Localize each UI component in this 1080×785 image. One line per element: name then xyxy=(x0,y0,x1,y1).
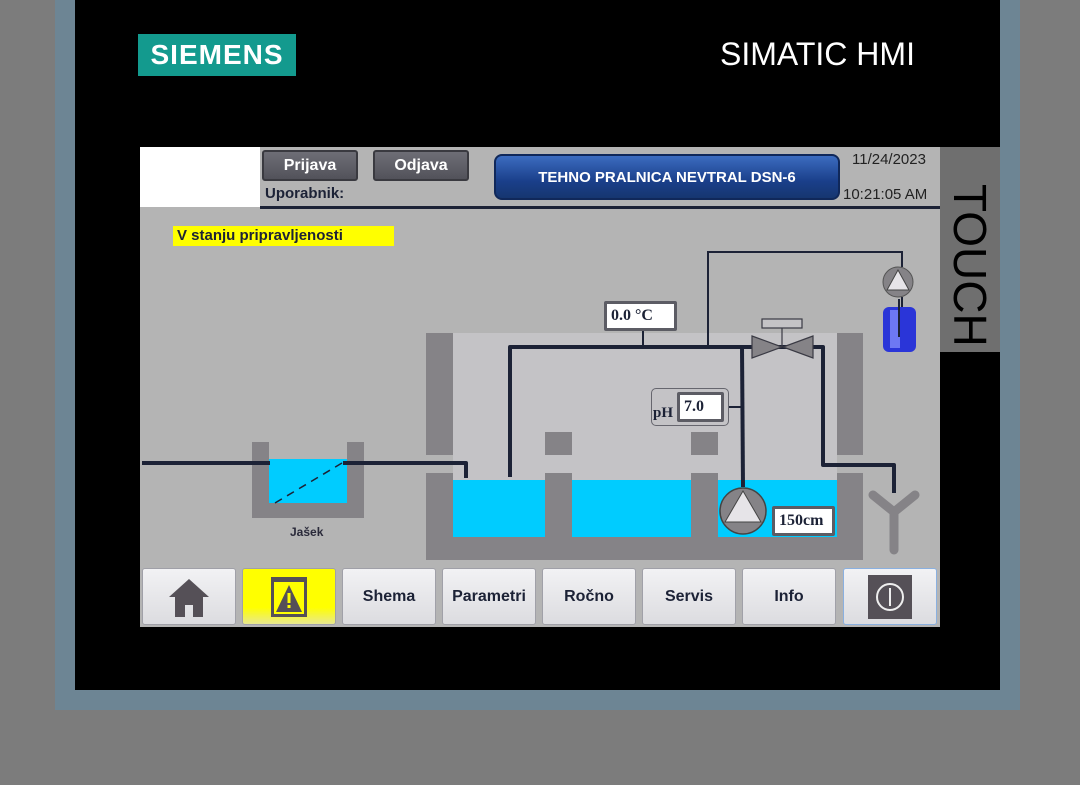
touch-label: TOUCH xyxy=(940,147,1000,352)
pipes xyxy=(142,345,896,493)
home-icon xyxy=(169,578,209,617)
temperature-display: 0.0 °C xyxy=(604,301,677,331)
nav-servis[interactable]: Servis xyxy=(642,568,736,625)
nav-info[interactable]: Info xyxy=(742,568,836,625)
power-button[interactable] xyxy=(843,568,937,625)
basin-walls xyxy=(426,333,863,560)
pit-label: Jašek xyxy=(290,525,324,539)
title-banner[interactable]: TEHNO PRALNICA NEVTRAL DSN-6 xyxy=(494,154,840,200)
power-icon xyxy=(868,574,912,619)
pit-water xyxy=(269,459,347,503)
alarm-button[interactable] xyxy=(242,568,336,625)
logout-button[interactable]: Odjava xyxy=(373,150,469,181)
date: 11/24/2023 xyxy=(852,151,926,168)
nav-parametri[interactable]: Parametri xyxy=(442,568,536,625)
hmi-screen: Prijava Odjava Uporabnik: TEHNO PRALNICA… xyxy=(140,147,940,627)
ph-label: pH xyxy=(653,405,674,421)
logo-area xyxy=(140,147,260,207)
time: 10:21:05 AM xyxy=(843,186,928,203)
process-diagram xyxy=(142,251,920,560)
ph-display: 7.0 xyxy=(677,392,724,422)
header-divider xyxy=(260,206,940,209)
level-display: 150cm xyxy=(772,506,835,536)
touch-text: TOUCH xyxy=(944,184,996,347)
nav-shema[interactable]: Shema xyxy=(342,568,436,625)
status-badge: V stanju pripravljenosti xyxy=(173,226,394,246)
warning-icon xyxy=(271,576,307,617)
home-button[interactable] xyxy=(142,568,236,625)
dosing-pump-icon xyxy=(882,266,914,298)
nav-rocno[interactable]: Ročno xyxy=(542,568,636,625)
drain-icon xyxy=(868,490,920,555)
ph-group xyxy=(651,388,729,426)
pump-icon xyxy=(719,487,767,535)
brand-label: SIMATIC HMI xyxy=(720,36,915,72)
user-label: Uporabnik: xyxy=(265,185,345,202)
chemical-tank-icon xyxy=(883,299,916,352)
siemens-logo: SIEMENS xyxy=(138,34,296,76)
valve-icon xyxy=(751,318,814,359)
login-button[interactable]: Prijava xyxy=(262,150,358,181)
